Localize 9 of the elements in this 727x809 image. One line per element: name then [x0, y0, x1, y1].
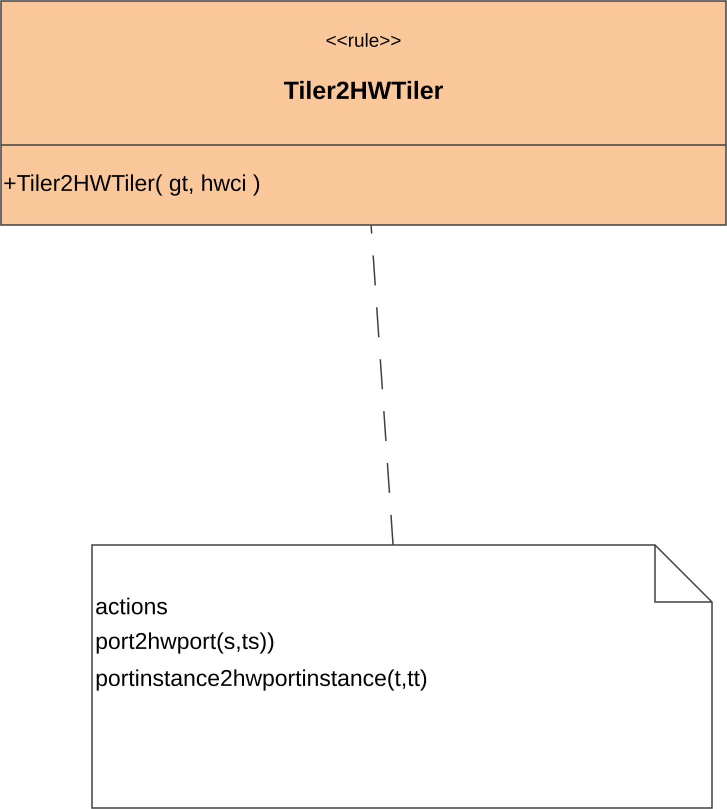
note-text: actions — [96, 598, 167, 614]
stereotype-text: <<rule>> — [326, 33, 400, 47]
operation-text: +Tiler2HWTiler( gt, hwci ) — [4, 174, 260, 196]
class-name: Tiler2HWTiler — [284, 80, 443, 100]
note-box — [91, 544, 713, 809]
dashed-connector — [370, 226, 394, 545]
note-text: portinstance2hwportinstance(t,tt) — [96, 669, 426, 691]
class-box — [0, 0, 727, 226]
note-text: port2hwport(s,ts)) — [96, 632, 274, 654]
